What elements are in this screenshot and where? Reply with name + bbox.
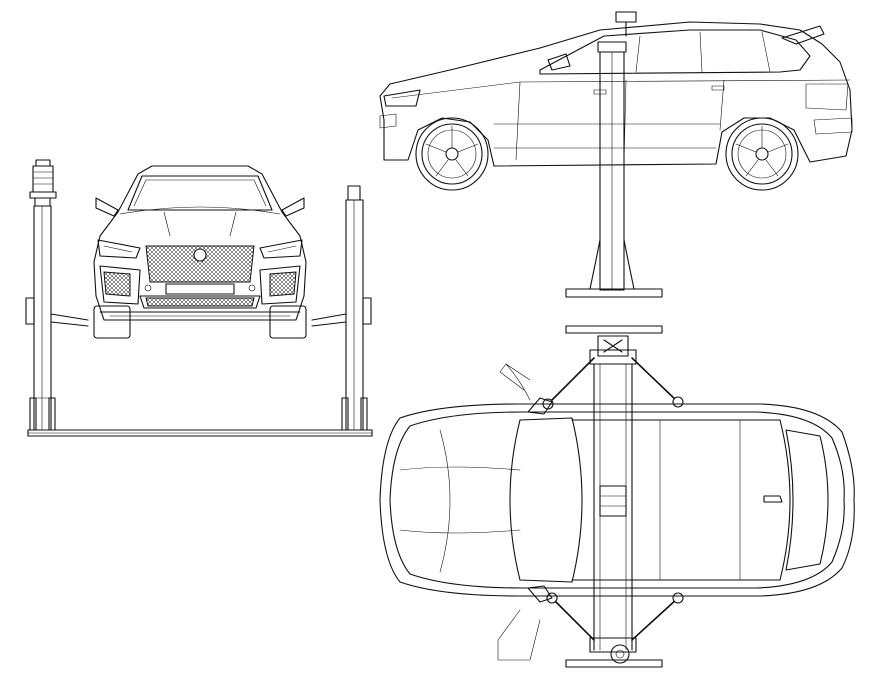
car-top	[379, 397, 855, 603]
lower-post-head	[589, 637, 637, 664]
rear-wheel	[725, 117, 799, 191]
car-side	[379, 21, 853, 191]
lift-arms	[542, 357, 684, 641]
lift-carriages	[25, 297, 372, 327]
front-wheel	[415, 117, 489, 191]
upper-post-head	[589, 335, 637, 651]
front-view	[25, 159, 373, 437]
door-swing-upper	[499, 363, 531, 391]
motor-unit	[29, 159, 57, 207]
side-post	[565, 11, 663, 298]
top-post-plate-upper	[565, 325, 663, 334]
car-front	[93, 165, 307, 339]
lift-base-plate-front	[27, 429, 373, 437]
side-view	[379, 11, 853, 298]
top-view	[379, 325, 855, 668]
